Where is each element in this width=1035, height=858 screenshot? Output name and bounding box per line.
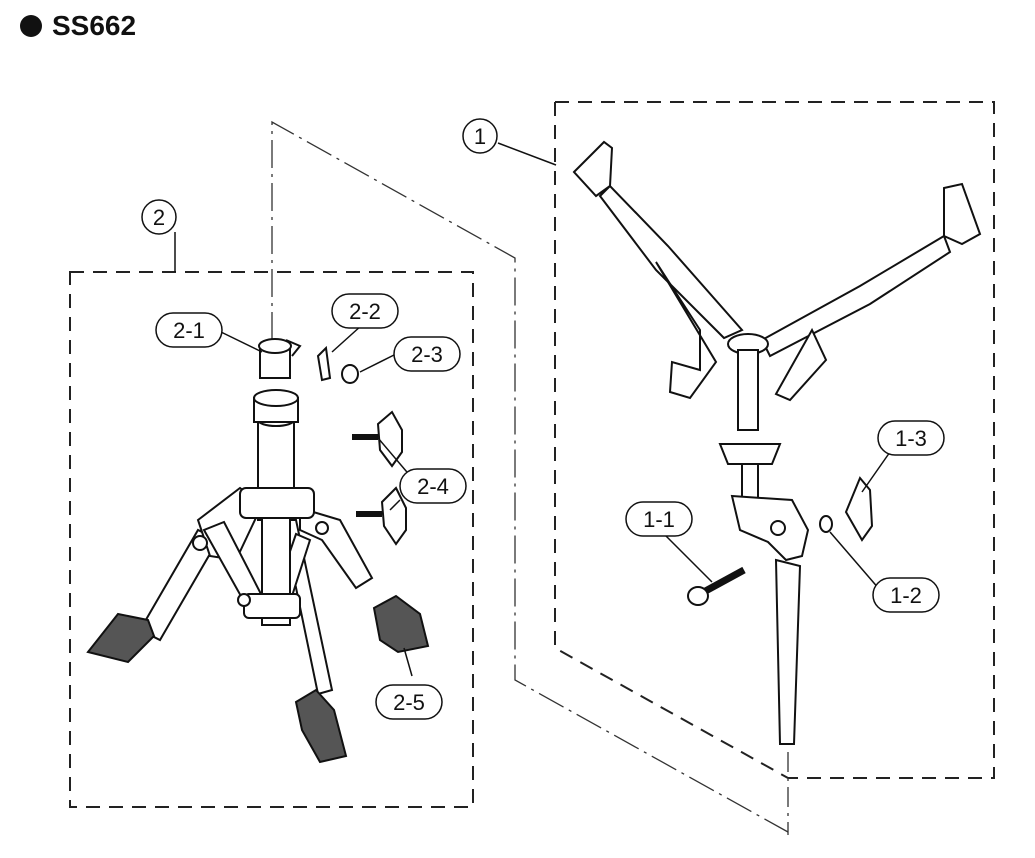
rubber-foot-front — [294, 688, 348, 764]
svg-text:1: 1 — [474, 124, 486, 149]
svg-text:2-5: 2-5 — [393, 690, 425, 715]
callout-1-3: 1-3 — [877, 420, 945, 456]
model-name: SS662 — [52, 10, 137, 41]
callout-group-2: 2 — [141, 199, 177, 235]
callout-2-2: 2-2 — [331, 293, 399, 329]
snare-basket — [572, 140, 982, 745]
group-1-box — [555, 101, 995, 779]
rubber-foot-left — [86, 612, 156, 664]
callout-2-1: 2-1 — [155, 312, 223, 348]
callout-2-3: 2-3 — [393, 336, 461, 372]
svg-text:1-3: 1-3 — [895, 426, 927, 451]
alignment-line — [271, 120, 789, 833]
svg-text:2-2: 2-2 — [349, 299, 381, 324]
svg-text:1-1: 1-1 — [643, 507, 675, 532]
callout-group-1: 1 — [462, 118, 498, 154]
svg-text:2-4: 2-4 — [417, 474, 449, 499]
leader-lines — [174, 142, 891, 677]
rubber-foot-right — [372, 594, 430, 654]
long-bolt-part — [687, 566, 746, 606]
washer-part — [819, 515, 833, 533]
diagram-title: SS662 — [20, 6, 136, 46]
svg-text:2-1: 2-1 — [173, 318, 205, 343]
svg-text:1-2: 1-2 — [890, 583, 922, 608]
wing-bolt-upper — [352, 410, 403, 468]
svg-text:2-3: 2-3 — [411, 342, 443, 367]
nut-part — [341, 364, 359, 384]
plate-part — [316, 345, 332, 382]
wing-nut-part — [844, 476, 874, 542]
bullet-icon — [20, 15, 42, 37]
group-2-box — [69, 271, 474, 808]
callout-2-4: 2-4 — [399, 468, 467, 504]
callout-2-5: 2-5 — [375, 684, 443, 720]
callout-1-2: 1-2 — [872, 577, 940, 613]
group-1-box-left — [554, 102, 789, 779]
bushing-part — [258, 338, 302, 379]
wing-bolt-lower — [356, 486, 407, 546]
svg-text:2: 2 — [153, 205, 165, 230]
tripod-base — [138, 389, 374, 696]
callout-1-1: 1-1 — [625, 501, 693, 537]
